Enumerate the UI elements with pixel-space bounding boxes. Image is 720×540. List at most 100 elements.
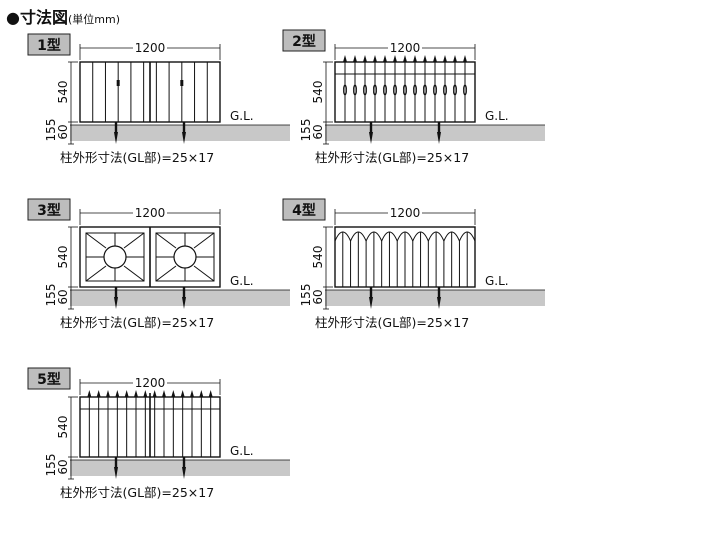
base-dimension-label: 60: [311, 289, 325, 304]
post-size-note: 柱外形寸法(GL部)=25×17: [60, 315, 214, 330]
picket-twist: [392, 84, 398, 96]
bar-bead: [180, 80, 184, 86]
type-badge: [27, 367, 71, 390]
stake-tip: [182, 467, 186, 479]
stake-dimension-label: 155: [299, 284, 313, 307]
width-label-bg: [133, 42, 167, 54]
panel-diagonal: [193, 232, 215, 249]
picket-twist: [462, 84, 468, 96]
type-badge: [27, 33, 71, 56]
height-dimension-label: 540: [56, 246, 70, 269]
finial-tip: [162, 390, 166, 397]
finial-tip: [373, 55, 377, 62]
page-title: ●寸法図(単位mm): [6, 4, 120, 28]
panel-diagonal: [155, 232, 177, 249]
width-dimension-label: 1200: [135, 376, 166, 390]
stake-tip: [182, 132, 186, 144]
finial-tip: [343, 55, 347, 62]
width-dimension-label: 1200: [390, 41, 421, 55]
type-badge: [282, 198, 326, 221]
panel-diagonal: [193, 265, 215, 282]
finial-tip: [199, 390, 204, 397]
base-dimension-label: 60: [56, 124, 70, 139]
finial-tip: [143, 390, 148, 397]
width-label-bg: [133, 207, 167, 219]
picket-twist: [362, 84, 368, 96]
panel-diagonal: [85, 265, 107, 282]
ground-strip: [70, 125, 290, 141]
finial-tip: [383, 55, 387, 62]
ground-label: G.L.: [485, 274, 509, 288]
picket-twist: [352, 84, 358, 96]
finial-tip: [96, 390, 101, 397]
width-dimension-label: 1200: [390, 206, 421, 220]
finial-tip: [353, 55, 357, 62]
finial-tip: [413, 55, 417, 62]
post-size-note: 柱外形寸法(GL部)=25×17: [315, 315, 469, 330]
ground-label: G.L.: [230, 274, 254, 288]
picket-twist: [452, 84, 458, 96]
picket-twist: [372, 84, 378, 96]
finial-tip: [124, 390, 129, 397]
picket-twist: [342, 84, 348, 96]
post-size-note: 柱外形寸法(GL部)=25×17: [60, 485, 214, 500]
height-dimension-label: 540: [56, 416, 70, 439]
ground-strip: [325, 125, 545, 141]
finial-tip: [403, 55, 407, 62]
panel-diagonal: [123, 265, 145, 282]
finial-tip: [453, 55, 457, 62]
title-unit: (単位mm): [67, 13, 120, 26]
picket-twist: [442, 84, 448, 96]
width-dimension-label: 1200: [135, 206, 166, 220]
finial-tip: [180, 390, 185, 397]
width-label-bg: [388, 207, 422, 219]
finial-tip: [363, 55, 367, 62]
width-dimension-label: 1200: [135, 41, 166, 55]
height-dimension-label: 540: [311, 81, 325, 104]
picket-twist: [382, 84, 388, 96]
finial-tip: [115, 390, 120, 397]
post-size-note: 柱外形寸法(GL部)=25×17: [60, 150, 214, 165]
stake-tip: [437, 132, 441, 144]
picket-twist: [422, 84, 428, 96]
type-label: 3型: [37, 202, 61, 219]
post-size-note: 柱外形寸法(GL部)=25×17: [315, 150, 469, 165]
picket-twist: [402, 84, 408, 96]
stake-tip: [114, 467, 118, 479]
finial-tip: [393, 55, 397, 62]
ground-strip: [70, 460, 290, 476]
width-label-bg: [388, 42, 422, 54]
ground-strip: [325, 290, 545, 306]
finial-tip: [208, 390, 213, 397]
ground-label: G.L.: [230, 109, 254, 123]
panel-diagonal: [123, 232, 145, 249]
base-dimension-label: 60: [56, 289, 70, 304]
finial-tip: [152, 390, 157, 397]
bar-bead: [116, 80, 120, 86]
finial-tip: [423, 55, 427, 62]
base-dimension-label: 60: [311, 124, 325, 139]
stake-tip: [369, 132, 373, 144]
finial-tip: [87, 390, 92, 397]
finial-tip: [171, 390, 176, 397]
stake-dimension-label: 155: [299, 119, 313, 142]
type-badge: [27, 198, 71, 221]
ground-label: G.L.: [485, 109, 509, 123]
panel-diagonal: [155, 265, 177, 282]
type-badge: [282, 29, 326, 52]
stake-tip: [437, 297, 441, 309]
height-dimension-label: 540: [311, 246, 325, 269]
panel-diagonal: [85, 232, 107, 249]
finial-tip: [433, 55, 437, 62]
stake-tip: [369, 297, 373, 309]
base-dimension-label: 60: [56, 459, 70, 474]
finial-tip: [190, 390, 194, 397]
type-label: 5型: [37, 371, 61, 388]
stake-tip: [114, 297, 118, 309]
type-label: 4型: [292, 202, 316, 219]
picket-twist: [432, 84, 438, 96]
